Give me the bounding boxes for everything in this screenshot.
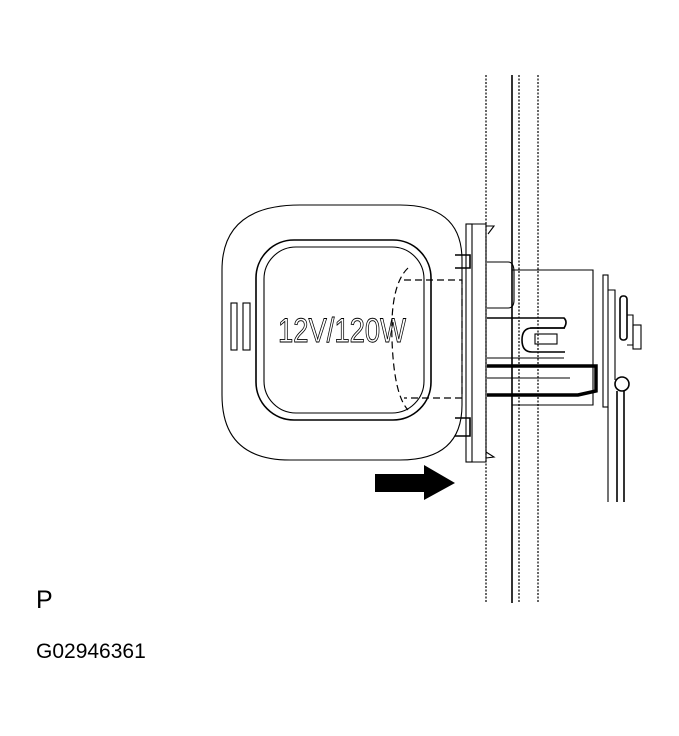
tab-bottom (485, 451, 496, 459)
lamp-outer-housing (221, 204, 463, 461)
terminal-nut (627, 314, 634, 346)
socket-slot-u (521, 327, 565, 353)
terminal-plate (602, 274, 609, 408)
bracket-plate (465, 223, 473, 463)
view-label: P (36, 586, 53, 614)
socket-body (512, 269, 594, 406)
socket-ridge (487, 317, 567, 329)
slot-right (242, 302, 251, 351)
vertical-rails (485, 75, 539, 603)
terminal-ring (614, 376, 630, 392)
clip-bottom (455, 417, 471, 437)
connector-tab (487, 364, 598, 397)
lamp-lens-inner (263, 246, 425, 414)
terminal-washer (632, 324, 642, 350)
bulb-socket-hidden (404, 279, 463, 399)
socket-slot-inner (534, 333, 558, 345)
socket-boss (487, 261, 515, 309)
lamp-rating-text: 12V/120W (278, 312, 406, 350)
lamp-lens-outer (255, 239, 432, 421)
terminal-pin (619, 295, 628, 341)
terminal-bar (608, 289, 616, 380)
bracket-flange (472, 223, 487, 463)
direction-arrow-icon (375, 465, 455, 500)
clip-top (455, 254, 471, 269)
figure-id: G02946361 (36, 640, 146, 663)
slot-left (230, 302, 238, 351)
tab-top (486, 225, 496, 235)
bulb-hidden-outline (391, 267, 409, 411)
